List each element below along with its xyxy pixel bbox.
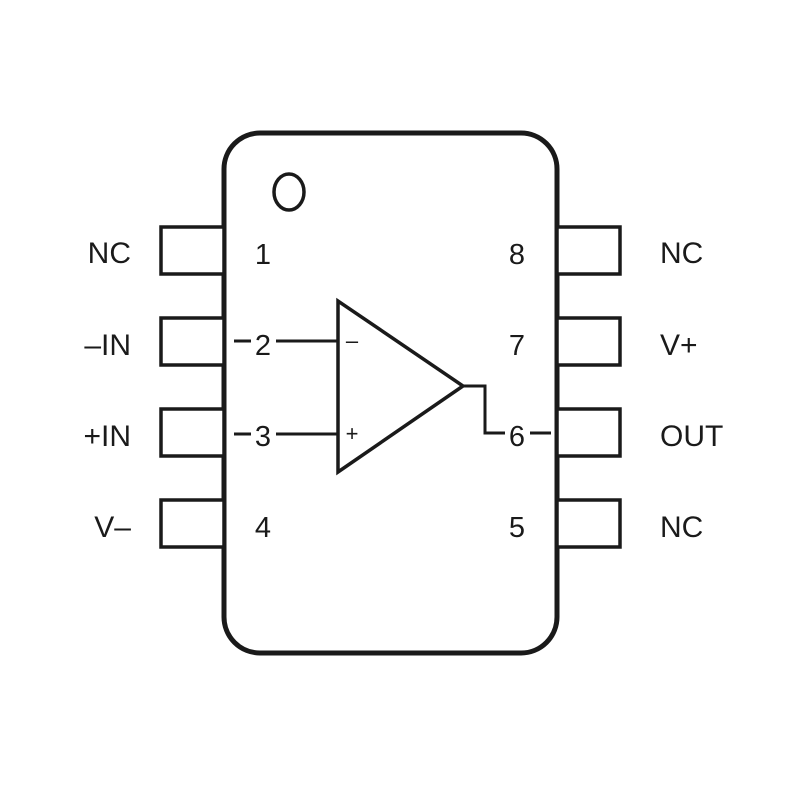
- pin-lead-5: [555, 498, 622, 549]
- opamp-triangle-icon: [336, 297, 467, 476]
- pin-number-6: 6: [509, 421, 525, 453]
- pin-lead-3: [159, 407, 226, 458]
- pin-name-8: NC: [660, 237, 703, 270]
- pin-lead-6: [555, 407, 622, 458]
- pin-lead-2: [159, 316, 226, 367]
- pin-name-5: NC: [660, 511, 703, 544]
- pin-lead-7: [555, 316, 622, 367]
- pin-number-4: 4: [255, 512, 271, 544]
- pin-name-1: NC: [88, 237, 131, 270]
- pin-number-8: 8: [509, 239, 525, 271]
- pin-number-2: 2: [255, 330, 271, 362]
- pin-lead-4: [159, 498, 226, 549]
- pin-number-5: 5: [509, 512, 525, 544]
- pin-number-7: 7: [509, 330, 525, 362]
- wire-output-to-pin6: [463, 384, 505, 435]
- pin-name-6: OUT: [660, 420, 723, 453]
- pin-name-2: –IN: [84, 329, 131, 362]
- pin-name-4: V–: [94, 511, 131, 544]
- pin1-marker-icon: [272, 172, 306, 212]
- pin-name-3: +IN: [83, 420, 131, 453]
- pin-lead-1: [159, 225, 226, 276]
- opamp-noninverting-sign: +: [346, 421, 359, 446]
- internal-wiring: [234, 339, 551, 436]
- pin-number-1: 1: [255, 239, 271, 271]
- pin-lead-8: [555, 225, 622, 276]
- opamp-inverting-sign: –: [346, 328, 359, 353]
- pin-name-7: V+: [660, 329, 698, 362]
- pin-number-3: 3: [255, 421, 271, 453]
